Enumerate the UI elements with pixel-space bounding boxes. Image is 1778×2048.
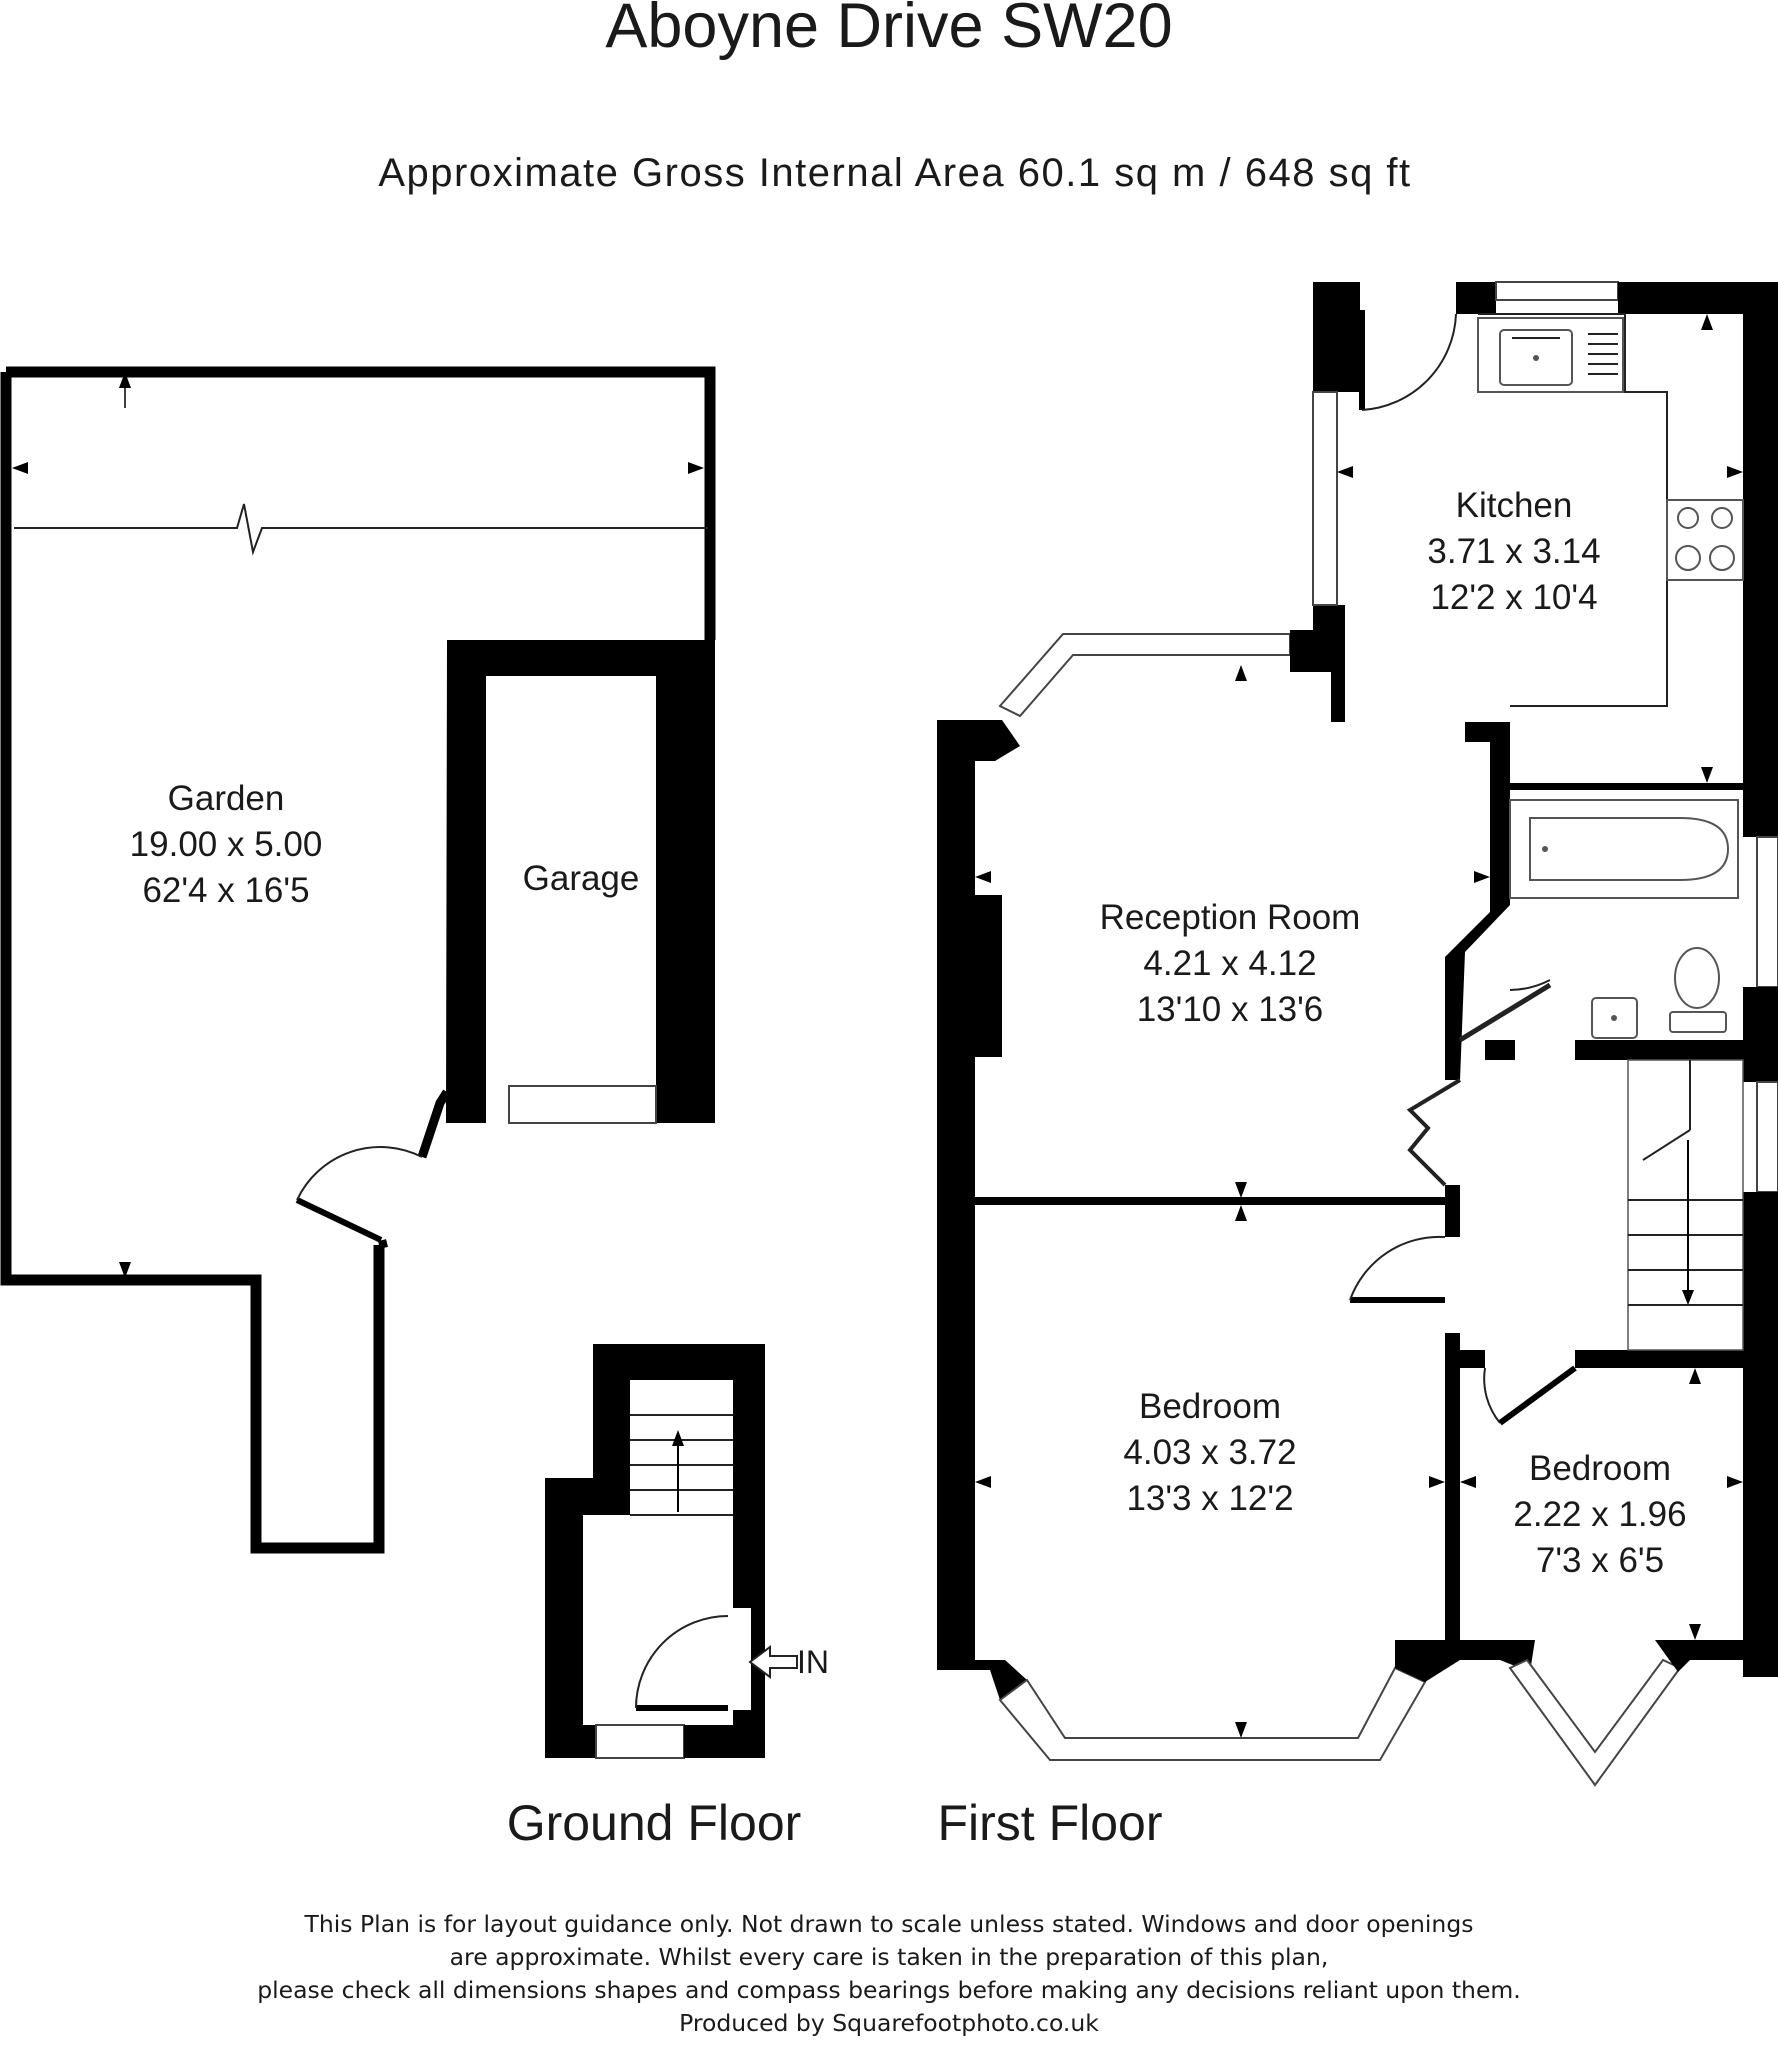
bath-icon	[1509, 799, 1739, 899]
disclaimer: This Plan is for layout guidance only. N…	[0, 1908, 1778, 2040]
room-metric: 19.00 x 5.00	[130, 825, 323, 864]
room-label-garden: Garden 19.00 x 5.00 62'4 x 16'5	[130, 779, 323, 910]
room-imperial: 62'4 x 16'5	[142, 871, 309, 910]
gross-area: Approximate Gross Internal Area 60.1 sq …	[378, 151, 1411, 195]
room-name: Bedroom	[1139, 1387, 1281, 1426]
garage-outline	[417, 640, 715, 1159]
room-name: Kitchen	[1456, 486, 1573, 525]
floor-label-ground: Ground Floor	[507, 1795, 802, 1851]
room-label-kitchen: Kitchen 3.71 x 3.14 12'2 x 10'4	[1427, 486, 1600, 617]
room-label-bedroom-1: Bedroom 4.03 x 3.72 13'3 x 12'2	[1123, 1387, 1296, 1518]
disclaimer-line: are approximate. Whilst every care is ta…	[449, 1943, 1329, 1971]
first-floor-walls	[937, 281, 1778, 1787]
floor-plan: Aboyne Drive SW20 Approximate Gross Inte…	[0, 0, 1778, 1851]
room-name: Reception Room	[1100, 898, 1361, 937]
disclaimer-line: This Plan is for layout guidance only. N…	[304, 1910, 1474, 1938]
room-imperial: 13'10 x 13'6	[1137, 990, 1324, 1029]
plan-title: Aboyne Drive SW20	[605, 0, 1172, 61]
ground-stairs	[630, 1414, 733, 1516]
producer-credit: Produced by Squarefootphoto.co.uk	[679, 2009, 1099, 2037]
toilet-icon	[1669, 947, 1727, 1033]
room-label-reception: Reception Room 4.21 x 4.12 13'10 x 13'6	[1100, 898, 1361, 1029]
ground-floor-window	[595, 1724, 685, 1759]
garage-door	[508, 1085, 657, 1124]
room-label-bedroom-2: Bedroom 2.22 x 1.96 7'3 x 6'5	[1513, 1449, 1686, 1580]
room-metric: 2.22 x 1.96	[1513, 1495, 1686, 1534]
kitchen-door	[1359, 310, 1457, 411]
ground-floor-hall: IN	[545, 1344, 829, 1759]
hob-icon	[1666, 499, 1744, 581]
bathroom-fixtures	[1509, 799, 1739, 1039]
dimension-arrows	[12, 314, 1743, 1738]
garden-outline	[0, 366, 716, 1554]
kitchen-units	[1477, 313, 1744, 707]
first-floor-stairs	[1627, 1059, 1744, 1351]
room-name: Garden	[168, 779, 285, 818]
floor-label-first: First Floor	[938, 1795, 1163, 1851]
basin-icon	[1591, 997, 1638, 1039]
room-imperial: 7'3 x 6'5	[1536, 1541, 1664, 1580]
entrance-label: IN	[797, 1644, 829, 1680]
first-floor-doors	[1349, 979, 1577, 1426]
room-label-garage: Garage	[523, 859, 640, 898]
room-metric: 4.21 x 4.12	[1143, 944, 1316, 983]
room-imperial: 12'2 x 10'4	[1430, 578, 1597, 617]
room-imperial: 13'3 x 12'2	[1126, 1479, 1293, 1518]
room-metric: 4.03 x 3.72	[1123, 1433, 1296, 1472]
sink-icon	[1499, 329, 1618, 386]
room-metric: 3.71 x 3.14	[1427, 532, 1600, 571]
room-name: Bedroom	[1529, 1449, 1671, 1488]
room-name: Garage	[523, 859, 640, 898]
entrance-arrow-icon	[748, 1645, 798, 1679]
garden-gate	[295, 1146, 423, 1243]
disclaimer-line: please check all dimensions shapes and c…	[257, 1976, 1521, 2004]
